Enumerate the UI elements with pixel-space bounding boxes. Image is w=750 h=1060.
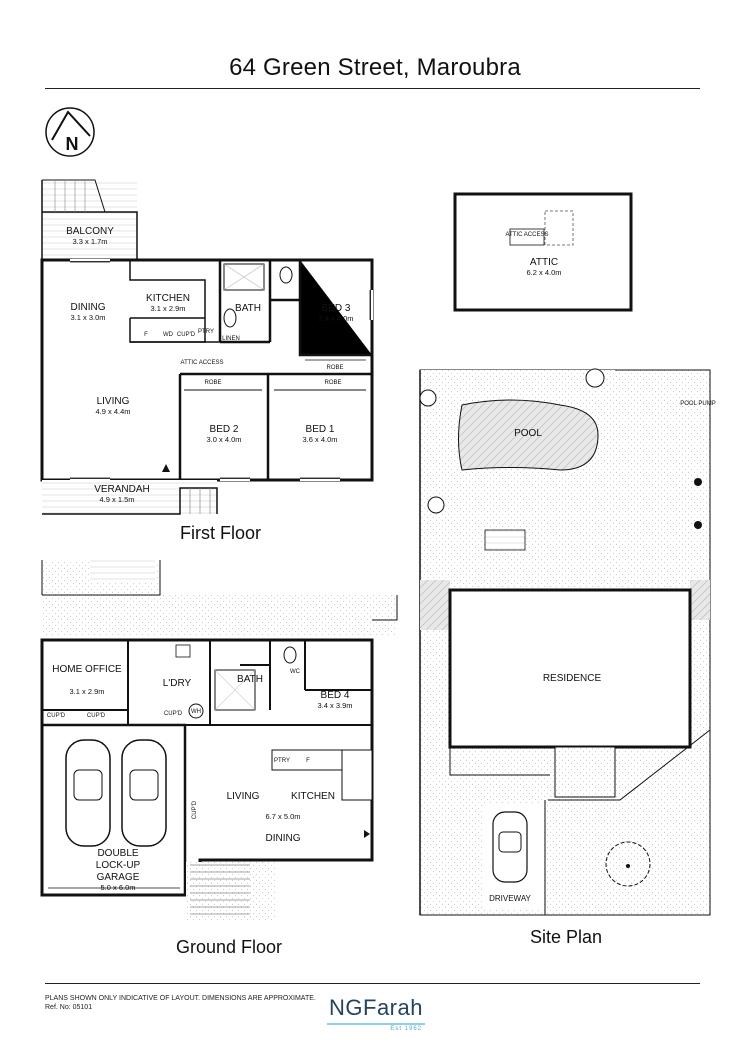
attic-dim: 6.2 x 4.0m: [526, 268, 561, 277]
laundry-cupboard: CUP'D: [164, 711, 183, 717]
garage-dim: 5.0 x 6.0m: [100, 883, 135, 892]
site-plan-caption: Site Plan: [530, 927, 603, 947]
robe-label-bed1: ROBE: [324, 380, 341, 386]
bottom-divider: [45, 983, 700, 984]
living-dim: 4.9 x 4.4m: [95, 407, 130, 416]
bed3-label: BED 3: [322, 303, 351, 314]
gf-kitchen-label: KITCHEN: [291, 791, 335, 802]
garage-label-2: LOCK-UP: [96, 860, 141, 871]
car-icon: [65, 739, 111, 847]
site-plan: POOL POOL PUMP RESIDENCE DRIVEWAY: [419, 368, 716, 916]
robe-label-bed2: ROBE: [204, 380, 221, 386]
reference-number: Ref. No: 05101: [45, 1004, 93, 1011]
ground-floor-caption: Ground Floor: [176, 937, 283, 957]
dining-label: DINING: [71, 302, 106, 313]
gf-bath-label: BATH: [237, 674, 263, 685]
top-divider: [45, 88, 700, 89]
gf-cupboard-vertical: CUP'D: [192, 800, 198, 819]
kitchen-dim: 3.1 x 2.9m: [150, 304, 185, 313]
disclaimer-text: PLANS SHOWN ONLY INDICATIVE OF LAYOUT. D…: [45, 995, 316, 1002]
logo-established: Est 1962: [390, 1026, 422, 1032]
page-title: 64 Green Street, Maroubra: [229, 54, 521, 81]
logo-underline: [327, 1023, 425, 1025]
garage-label-3: GARAGE: [97, 872, 140, 883]
attic-access-label: ATTIC ACCESS: [181, 360, 224, 366]
balcony-label: BALCONY: [66, 226, 114, 237]
ground-floor-plan: HOME OFFICE 3.1 x 2.9m L'DRY BATH WC BED…: [40, 560, 398, 920]
brand-logo: NGFarah Est 1962: [326, 995, 426, 1032]
linen-label: LINEN: [222, 336, 240, 342]
attic-label: ATTIC: [530, 257, 558, 268]
attic-plan: ATTIC ACCESS ATTIC 6.2 x 4.0m: [453, 192, 633, 312]
robe-label-bed3: ROBE: [326, 365, 343, 371]
water-heater-label: WH: [191, 709, 201, 715]
bed2-dim: 3.0 x 4.0m: [206, 435, 241, 444]
first-floor-plan: BALCONY 3.3 x 1.7m DINING 3.1 x 3.0m KIT…: [40, 179, 374, 515]
bed1-label: BED 1: [306, 424, 335, 435]
car-icon: [492, 811, 528, 883]
tree-icon: [605, 841, 651, 887]
fridge-label: F: [144, 332, 148, 338]
laundry-label: L'DRY: [163, 678, 192, 689]
attic-access-text: ATTIC ACCESS: [506, 232, 549, 238]
verandah-dim: 4.9 x 1.5m: [99, 495, 134, 504]
living-label: LIVING: [97, 396, 130, 407]
gf-living-dim: 6.7 x 5.0m: [265, 812, 300, 821]
gf-pantry-label: PTRY: [274, 758, 290, 764]
cupboard-label: CUP'D: [177, 332, 196, 338]
footer-notes: PLANS SHOWN ONLY INDICATIVE OF LAYOUT. D…: [45, 994, 316, 1012]
logo-wordmark: NGFarah: [329, 995, 423, 1020]
pool-label: POOL: [514, 428, 542, 439]
pool-pump-label: POOL PUMP: [680, 401, 715, 407]
verandah-label: VERANDAH: [94, 484, 150, 495]
gf-dining-label: DINING: [266, 833, 301, 844]
gf-fridge-label: F: [306, 758, 310, 764]
home-office-label: HOME OFFICE: [52, 664, 122, 675]
first-floor-caption: First Floor: [180, 523, 261, 543]
shrub-icon: [419, 368, 702, 529]
bed4-label: BED 4: [321, 690, 350, 701]
bed1-dim: 3.6 x 4.0m: [302, 435, 337, 444]
balcony-dim: 3.3 x 1.7m: [72, 237, 107, 246]
car-icon: [121, 739, 167, 847]
compass-letter: N: [66, 134, 79, 154]
home-office-dim: 3.1 x 2.9m: [69, 687, 104, 696]
bed3-dim: 2.4 x 4.0m: [318, 314, 353, 323]
bath-label: BATH: [235, 303, 261, 314]
office-cupboard-1: CUP'D: [47, 713, 66, 719]
gf-living-label: LIVING: [227, 791, 260, 802]
compass-icon: N: [45, 107, 95, 157]
bed2-label: BED 2: [210, 424, 239, 435]
garage-label-1: DOUBLE: [97, 848, 138, 859]
dining-dim: 3.1 x 3.0m: [70, 313, 105, 322]
driveway-label: DRIVEWAY: [489, 894, 531, 903]
kitchen-label: KITCHEN: [146, 293, 190, 304]
wc-label: WC: [290, 669, 301, 675]
office-cupboard-2: CUP'D: [87, 713, 106, 719]
pantry-label: PTRY: [198, 329, 214, 335]
wd-label: WD: [163, 332, 174, 338]
bed4-dim: 3.4 x 3.9m: [317, 701, 352, 710]
residence-label: RESIDENCE: [543, 673, 602, 684]
